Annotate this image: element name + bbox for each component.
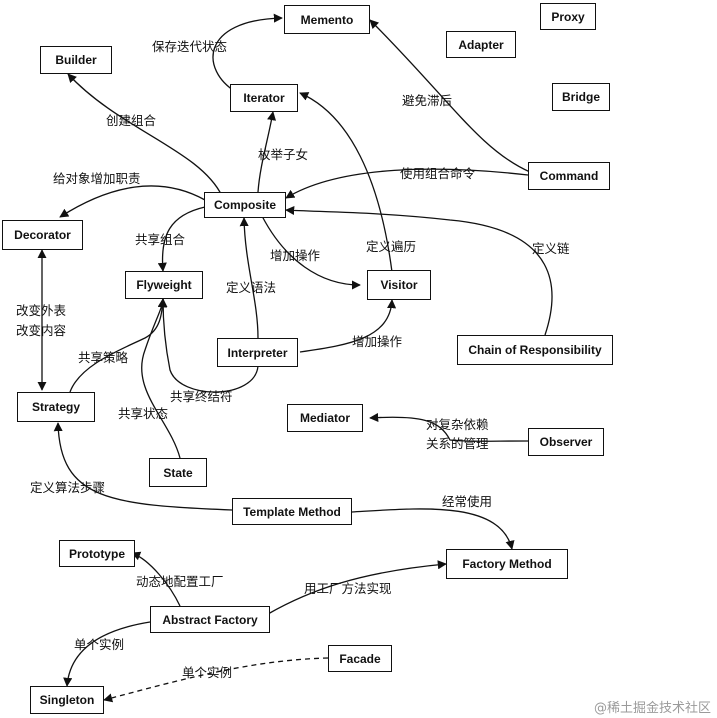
label-add-operation-1: 增加操作 — [270, 248, 321, 263]
edge-state-flyweight — [141, 298, 181, 459]
iterator-box: Iterator — [230, 84, 298, 112]
edge-template-factory — [351, 508, 515, 550]
prototype-box: Prototype — [59, 540, 135, 567]
interpreter-box: Interpreter — [217, 338, 298, 367]
strategy-box: Strategy — [17, 392, 95, 422]
singleton-box: Singleton — [30, 686, 104, 714]
state-box: State — [149, 458, 207, 487]
observer-box: Observer — [528, 428, 604, 456]
edge-composite-visitor — [261, 215, 361, 290]
label-define-chain: 定义链 — [532, 241, 570, 256]
edge-abstract-factory — [267, 560, 447, 615]
edge-composite-builder — [67, 73, 223, 197]
label-add-duty: 给对象增加职责 — [53, 171, 141, 186]
edge-chain-composite — [285, 205, 553, 336]
label-create-composite: 创建组合 — [106, 113, 157, 128]
edge-iterator-memento — [212, 13, 283, 93]
label-save-iteration-state: 保存迭代状态 — [152, 39, 228, 54]
edge-interpreter-visitor — [299, 299, 397, 353]
edge-abstract-singleton — [63, 621, 151, 687]
factory-method-box: Factory Method — [446, 549, 568, 579]
label-share-terminal: 共享终结符 — [170, 389, 233, 404]
edge-interpreter-flyweight — [158, 298, 259, 393]
label-change-guts: 改变内容 — [16, 323, 67, 338]
edge-strategy-flyweight — [69, 298, 168, 393]
builder-box: Builder — [40, 46, 112, 74]
label-implement-with-factory-method: 用工厂方法实现 — [304, 581, 392, 596]
edge-composite-decorator — [59, 185, 206, 218]
label-define-algorithm-steps: 定义算法步骤 — [30, 480, 106, 495]
chain-of-responsibility-box: Chain of Responsibility — [457, 335, 613, 365]
label-change-skin: 改变外表 — [16, 303, 67, 318]
mediator-box: Mediator — [287, 404, 363, 432]
edge-composite-iterator — [257, 111, 277, 193]
label-often-uses: 经常使用 — [442, 494, 493, 509]
decorator-box: Decorator — [2, 220, 83, 250]
watermark: @稀土掘金技术社区 — [593, 701, 711, 716]
edge-abstract-prototype — [131, 551, 181, 607]
memento-box: Memento — [284, 5, 370, 34]
edge-interpreter-composite — [239, 217, 259, 339]
label-dynamic-config-factory: 动态地配置工厂 — [136, 574, 224, 589]
label-share-strategy: 共享策略 — [78, 350, 129, 365]
command-box: Command — [528, 162, 610, 190]
label-use-composite-command: 使用组合命令 — [400, 166, 476, 181]
abstract-factory-box: Abstract Factory — [150, 606, 270, 633]
visitor-box: Visitor — [367, 270, 431, 300]
label-define-traversal: 定义遍历 — [366, 239, 417, 254]
label-single-instance-2: 单个实例 — [182, 665, 233, 680]
facade-box: Facade — [328, 645, 392, 672]
label-complex-dependency-1: 对复杂依赖 — [426, 417, 489, 432]
edge-composite-flyweight — [157, 206, 206, 272]
flyweight-box: Flyweight — [125, 271, 203, 299]
proxy-box: Proxy — [540, 3, 596, 30]
edge-facade-singleton — [103, 657, 329, 703]
bridge-box: Bridge — [552, 83, 610, 111]
label-share-composite: 共享组合 — [135, 232, 186, 247]
edge-visitor-iterator — [299, 92, 393, 273]
edge-command-composite — [285, 168, 529, 199]
edge-observer-mediator — [369, 412, 529, 442]
label-add-operation-2: 增加操作 — [352, 334, 403, 349]
edge-template-strategy — [53, 422, 233, 511]
label-define-grammar: 定义语法 — [226, 280, 277, 295]
label-avoid-lag: 避免滞后 — [402, 93, 453, 108]
composite-box: Composite — [204, 192, 286, 218]
label-enumerate-children: 枚举子女 — [258, 147, 309, 162]
adapter-box: Adapter — [446, 31, 516, 58]
label-complex-dependency-2: 关系的管理 — [426, 436, 489, 451]
edge-command-memento — [369, 19, 531, 173]
template-method-box: Template Method — [232, 498, 352, 525]
label-single-instance-1: 单个实例 — [74, 637, 125, 652]
label-share-state: 共享状态 — [118, 406, 169, 421]
